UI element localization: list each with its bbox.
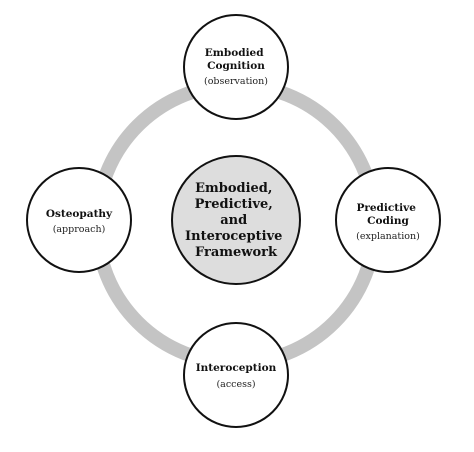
node-subtitle: (observation) [204,76,268,87]
node-circle [183,322,289,428]
node-title: Interoception [196,362,277,374]
node-subtitle: (access) [216,379,255,390]
node-osteopathy: Osteopathy (approach) [26,167,132,273]
node-title: Embodied Cognition [205,47,267,72]
node-predictive-coding: Predictive Coding (explanation) [335,167,441,273]
node-subtitle: (approach) [53,224,106,235]
node-title-line: Predictive [356,202,416,214]
node-title-line: Cognition [207,60,265,72]
center-line: Framework [195,245,278,260]
node-embodied-cognition: Embodied Cognition (observation) [183,14,289,120]
center-line: and [220,213,247,228]
node-circle [335,167,441,273]
center-line: Predictive, [195,197,273,212]
node-subtitle: (explanation) [356,231,420,242]
node-title: Osteopathy [46,208,113,220]
node-interoception: Interoception (access) [183,322,289,428]
node-title-line: Embodied [205,47,264,59]
node-circle [183,14,289,120]
node-title: Predictive Coding [356,202,419,227]
node-title-line: Coding [367,215,409,227]
node-circle [26,167,132,273]
center-node: Embodied, Predictive, and Interoceptive … [171,155,301,285]
center-circle [171,155,301,285]
center-line: Embodied, [195,181,272,196]
center-line: Interoceptive [185,229,282,244]
center-label: Embodied, Predictive, and Interoceptive … [185,181,287,260]
